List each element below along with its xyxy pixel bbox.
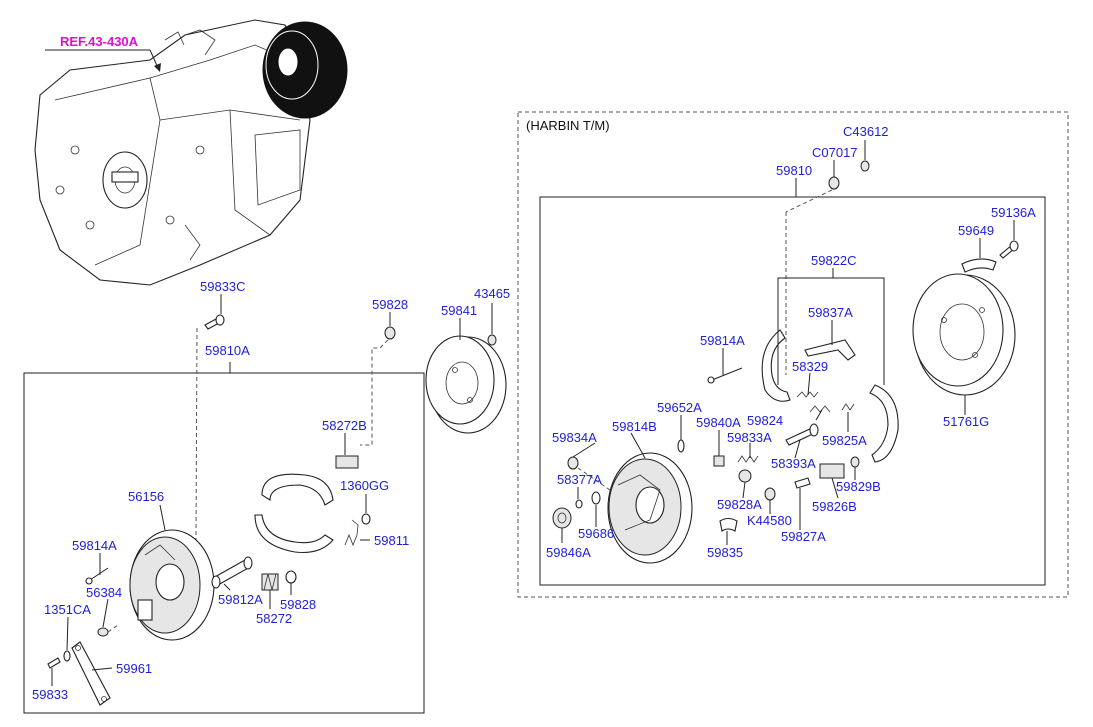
part-label-59812A[interactable]: 59812A bbox=[218, 592, 263, 607]
left-leader-lines bbox=[51, 294, 493, 686]
part-label-59649[interactable]: 59649 bbox=[958, 223, 994, 238]
part-label-59828A[interactable]: 59828A bbox=[717, 497, 762, 512]
part-label-59652A[interactable]: 59652A bbox=[657, 400, 702, 415]
part-label-59825A[interactable]: 59825A bbox=[822, 433, 867, 448]
part-label-59840A[interactable]: 59840A bbox=[696, 415, 741, 430]
transmission-illustration bbox=[34, 19, 348, 286]
part-label-59835[interactable]: 59835 bbox=[707, 545, 743, 560]
part-label-59810[interactable]: 59810 bbox=[776, 163, 812, 178]
part-label-58272[interactable]: 58272 bbox=[256, 611, 292, 626]
left-assembly-frame bbox=[23, 372, 425, 714]
left-part-labels: 59833C 59810A 59828 59841 43465 58272B 1… bbox=[32, 279, 510, 702]
part-label-1351CA[interactable]: 1351CA bbox=[44, 602, 91, 617]
part-label-59814A[interactable]: 59814A bbox=[72, 538, 117, 553]
part-label-58377A[interactable]: 58377A bbox=[557, 472, 602, 487]
part-label-58393A[interactable]: 58393A bbox=[771, 456, 816, 471]
right-part-illustrations bbox=[552, 160, 1019, 564]
part-label-56384[interactable]: 56384 bbox=[86, 585, 122, 600]
part-label-59846A[interactable]: 59846A bbox=[546, 545, 591, 560]
part-label-59828-top[interactable]: 59828 bbox=[372, 297, 408, 312]
part-label-59833[interactable]: 59833 bbox=[32, 687, 68, 702]
harbin-group-frame bbox=[517, 111, 1069, 598]
part-label-59961[interactable]: 59961 bbox=[116, 661, 152, 676]
part-label-59827A[interactable]: 59827A bbox=[781, 529, 826, 544]
part-label-59810A[interactable]: 59810A bbox=[205, 343, 250, 358]
part-label-56156[interactable]: 56156 bbox=[128, 489, 164, 504]
part-label-59833A[interactable]: 59833A bbox=[727, 430, 772, 445]
part-label-51761G[interactable]: 51761G bbox=[943, 414, 989, 429]
part-label-59824[interactable]: 59824 bbox=[747, 413, 783, 428]
pulley-illustration bbox=[262, 21, 348, 119]
part-label-59814B[interactable]: 59814B bbox=[612, 419, 657, 434]
part-label-C43612[interactable]: C43612 bbox=[843, 124, 889, 139]
part-label-59841[interactable]: 59841 bbox=[441, 303, 477, 318]
part-label-59822C[interactable]: 59822C bbox=[811, 253, 857, 268]
reference-arrowhead bbox=[154, 63, 161, 72]
part-label-1360GG[interactable]: 1360GG bbox=[340, 478, 389, 493]
reference-label[interactable]: REF.43-430A bbox=[60, 34, 139, 49]
right-assembly-frame bbox=[539, 196, 1046, 586]
part-label-K44580[interactable]: K44580 bbox=[747, 513, 792, 528]
part-label-59834A[interactable]: 59834A bbox=[552, 430, 597, 445]
part-label-59829B[interactable]: 59829B bbox=[836, 479, 881, 494]
right-part-labels: C43612 C07017 59810 59136A 59649 59822C … bbox=[546, 124, 1036, 560]
left-part-illustrations bbox=[47, 314, 507, 706]
part-label-59837A[interactable]: 59837A bbox=[808, 305, 853, 320]
part-label-58272B[interactable]: 58272B bbox=[322, 418, 367, 433]
part-label-59811[interactable]: 59811 bbox=[374, 533, 409, 548]
part-label-C07017[interactable]: C07017 bbox=[812, 145, 858, 160]
part-label-59826B[interactable]: 59826B bbox=[812, 499, 857, 514]
part-label-59828-bottom[interactable]: 59828 bbox=[280, 597, 316, 612]
part-label-59136A[interactable]: 59136A bbox=[991, 205, 1036, 220]
part-label-59833C[interactable]: 59833C bbox=[200, 279, 246, 294]
right-leader-lines bbox=[561, 140, 1015, 545]
harbin-group-label: (HARBIN T/M) bbox=[526, 118, 610, 133]
part-label-59686[interactable]: 59686 bbox=[578, 526, 614, 541]
part-label-58329[interactable]: 58329 bbox=[792, 359, 828, 374]
part-label-43465[interactable]: 43465 bbox=[474, 286, 510, 301]
part-label-59814A-right[interactable]: 59814A bbox=[700, 333, 745, 348]
